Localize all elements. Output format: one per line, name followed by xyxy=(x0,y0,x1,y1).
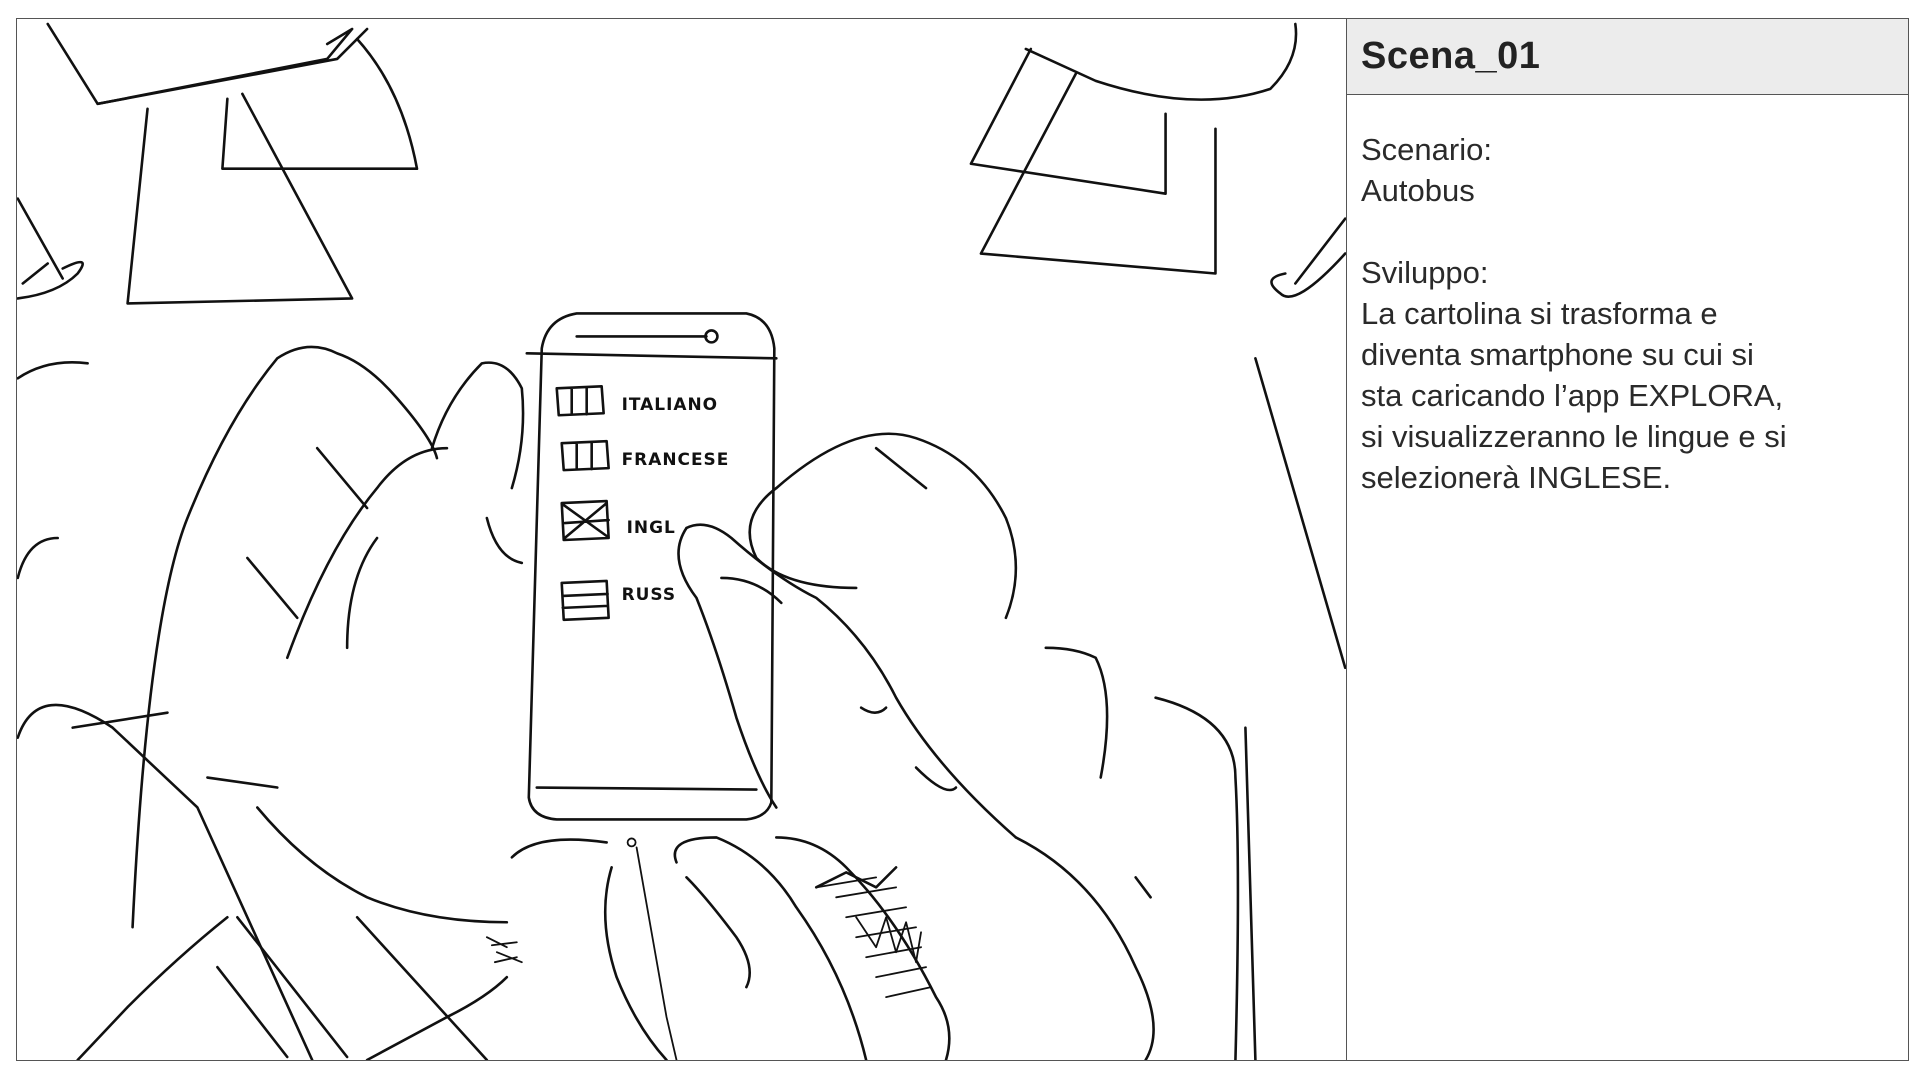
scenario-label: Scenario: xyxy=(1361,132,1492,167)
development-line: La cartolina si trasforma e xyxy=(1361,296,1718,331)
left-thumb-sketch xyxy=(430,361,525,565)
scenario-value: Autobus xyxy=(1361,173,1475,208)
language-option-label: INGL xyxy=(627,517,676,537)
scene-title: Scena_01 xyxy=(1347,19,1908,95)
development-label: Sviluppo: xyxy=(1361,255,1489,290)
storyboard-frame: ITALIANO FRANCESE INGL RUSS xyxy=(16,18,1909,1061)
bus-seat-top-right xyxy=(969,22,1346,670)
scene-notes: Scenario: Autobus Sviluppo: La cartolina… xyxy=(1347,95,1908,539)
lower-right-hand-sketch xyxy=(510,836,951,1060)
development-block: Sviluppo: La cartolina si trasforma e di… xyxy=(1361,252,1894,498)
language-option-label: RUSS xyxy=(622,584,676,604)
language-option-label: ITALIANO xyxy=(622,394,719,414)
bus-seat-top-left xyxy=(17,22,419,305)
development-line: selezionerà INGLESE. xyxy=(1361,460,1672,495)
right-hand-sketch xyxy=(677,432,1257,1060)
development-line: sta caricando l’app EXPLORA, xyxy=(1361,378,1784,413)
left-hand-sketch xyxy=(17,345,523,1060)
language-option-label: FRANCESE xyxy=(622,449,730,469)
scene-info-panel: Scena_01 Scenario: Autobus Sviluppo: La … xyxy=(1347,19,1908,1060)
scenario-block: Scenario: Autobus xyxy=(1361,129,1894,211)
development-line: diventa smartphone su cui si xyxy=(1361,337,1754,372)
sketch-panel: ITALIANO FRANCESE INGL RUSS xyxy=(17,19,1347,1060)
development-line: si visualizzeranno le lingue e si xyxy=(1361,419,1787,454)
hands-holding-smartphone-sketch: ITALIANO FRANCESE INGL RUSS xyxy=(17,22,1346,1060)
smartphone-sketch: ITALIANO FRANCESE INGL RUSS xyxy=(525,312,778,821)
